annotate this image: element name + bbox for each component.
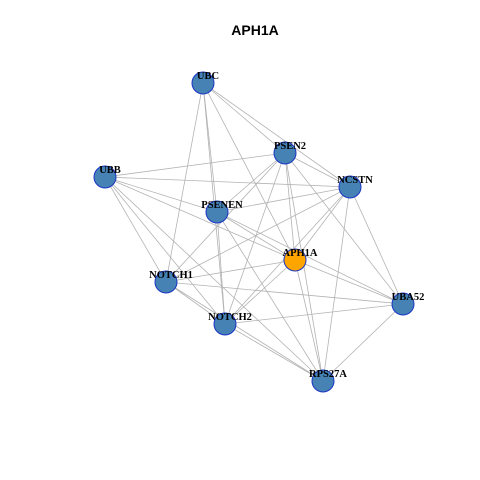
node-label: UBA52 [392, 292, 425, 303]
edge-ubc-ncstn [202, 82, 351, 188]
edge-psenen-notch2 [216, 211, 226, 325]
node-circle[interactable] [205, 200, 229, 224]
node-label: APH1A [283, 248, 318, 259]
node-circle[interactable] [311, 369, 335, 393]
edge-ubb-psenen [104, 176, 218, 213]
edge-psen2-ncstn [284, 152, 351, 188]
edge-aph1a-rps27a [294, 259, 324, 382]
edge-ncstn-notch1 [165, 186, 351, 283]
node-label: PSENEN [201, 200, 243, 211]
edge-ubb-aph1a [104, 176, 296, 261]
edge-aph1a-uba52 [294, 259, 404, 305]
node-circle[interactable] [213, 312, 237, 336]
node-psenen[interactable]: PSENEN [201, 200, 243, 224]
edge-psenen-rps27a [216, 211, 324, 382]
node-circle[interactable] [338, 175, 362, 199]
edge-psenen-aph1a [216, 211, 296, 261]
edge-notch1-uba52 [165, 281, 404, 305]
edge-ubb-rps27a [104, 176, 324, 382]
edge-aph1a-notch1 [165, 259, 296, 283]
edge-uba52-rps27a [322, 303, 404, 382]
edge-ubb-notch2 [104, 176, 226, 325]
node-ubc[interactable]: UBC [191, 71, 219, 95]
edge-aph1a-notch2 [224, 259, 296, 325]
edge-ncstn-aph1a [294, 186, 351, 261]
edge-layer [104, 82, 404, 382]
edge-psen2-psenen [216, 152, 286, 213]
edge-psen2-aph1a [284, 152, 296, 261]
edge-notch1-rps27a [165, 281, 324, 382]
edge-ncstn-uba52 [349, 186, 404, 305]
edge-psenen-uba52 [216, 211, 404, 305]
node-rps27a[interactable]: RPS27A [309, 369, 347, 393]
edge-ubb-ncstn [104, 176, 351, 188]
node-circle[interactable] [93, 165, 117, 189]
edge-ubb-psen2 [104, 152, 286, 178]
node-ubb[interactable]: UBB [93, 165, 121, 189]
edge-ubc-notch1 [165, 82, 204, 283]
node-circle[interactable] [191, 71, 215, 95]
edge-notch2-rps27a [224, 323, 324, 382]
node-label: RPS27A [309, 369, 347, 380]
node-label: NOTCH2 [208, 312, 252, 323]
edge-notch1-notch2 [165, 281, 226, 325]
edge-notch2-uba52 [224, 303, 404, 325]
node-label: UBB [99, 165, 121, 176]
node-label: NCSTN [337, 175, 373, 186]
node-label: NOTCH1 [149, 270, 193, 281]
edge-ubc-aph1a [202, 82, 296, 261]
node-notch2[interactable]: NOTCH2 [208, 312, 252, 336]
node-circle[interactable] [154, 270, 178, 294]
node-label: PSEN2 [274, 141, 306, 152]
node-psen2[interactable]: PSEN2 [273, 141, 306, 165]
node-ncstn[interactable]: NCSTN [337, 175, 373, 199]
node-aph1a[interactable]: APH1A [283, 248, 318, 272]
edge-psen2-notch2 [224, 152, 286, 325]
node-circle[interactable] [283, 248, 307, 272]
edge-ncstn-psenen [216, 186, 351, 213]
node-notch1[interactable]: NOTCH1 [149, 270, 193, 294]
edge-ubc-psen2 [202, 82, 286, 154]
graph-title: APH1A [231, 22, 278, 38]
node-label: UBC [197, 71, 219, 82]
edge-ncstn-rps27a [322, 186, 351, 382]
node-circle[interactable] [273, 141, 297, 165]
node-uba52[interactable]: UBA52 [391, 292, 425, 316]
node-circle[interactable] [391, 292, 415, 316]
edge-ubb-notch1 [104, 176, 167, 283]
